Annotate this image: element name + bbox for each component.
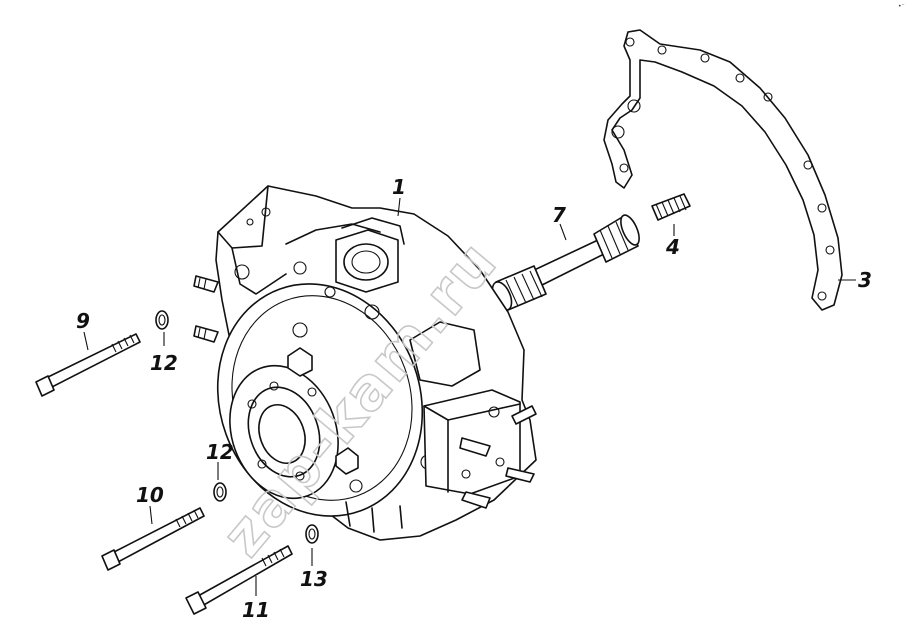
- callout-4: 4: [665, 235, 680, 259]
- washer-part-12-lower: [213, 482, 227, 502]
- leader-line-10: [149, 505, 153, 525]
- callout-11: 11: [242, 598, 270, 622]
- bolt-part-10: [101, 507, 205, 571]
- leader-line-7: [559, 223, 567, 241]
- callout-3: 3: [858, 268, 872, 292]
- bolt-part-11: [185, 545, 293, 615]
- corner-mark: •⁻: [898, 3, 905, 10]
- callout-1: 1: [392, 175, 406, 199]
- callout-12-lower: 12: [206, 440, 234, 464]
- housing-part-1: [193, 185, 537, 541]
- callout-7: 7: [552, 203, 566, 227]
- spring-part-4: [651, 193, 691, 221]
- gasket-part-3: [603, 29, 843, 311]
- washer-part-13: [305, 524, 319, 544]
- callout-12-upper: 12: [150, 351, 178, 375]
- leader-line-1: [397, 197, 401, 217]
- callout-13: 13: [300, 567, 328, 591]
- washer-part-12-upper: [155, 310, 169, 330]
- callout-10: 10: [136, 483, 164, 507]
- shaft-part-7: [491, 214, 640, 311]
- bolt-part-9: [35, 333, 141, 397]
- callout-9: 9: [76, 309, 90, 333]
- leader-line-9: [83, 331, 89, 351]
